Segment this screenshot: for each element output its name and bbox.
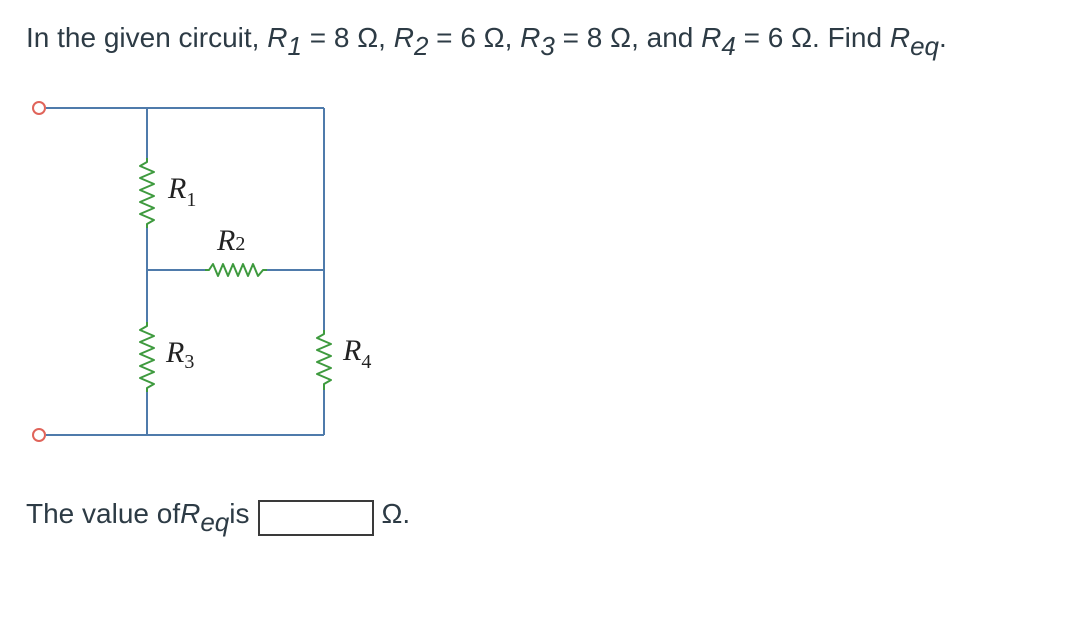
- r1-subscript: 1: [287, 31, 302, 61]
- answer-req-symbol: R: [180, 498, 201, 529]
- r3-resistor: [139, 322, 155, 392]
- answer-unit: Ω.: [381, 498, 411, 529]
- r1-symbol: R: [267, 22, 288, 53]
- r4-resistor: [316, 330, 332, 390]
- r4-value: = 6 Ω. Find: [735, 22, 890, 53]
- circuit-diagram: R1 R2 R3 R4: [32, 101, 371, 442]
- answer-mid: is: [229, 498, 250, 529]
- r1-resistor: [139, 158, 155, 228]
- r4-label: R4: [342, 334, 371, 373]
- question-text: In the given circuit, R1 = 8 Ω, R2 = 6 Ω…: [26, 18, 947, 61]
- answer-req-subscript: eq: [200, 507, 230, 537]
- r3-value: = 8 Ω, and: [554, 22, 702, 53]
- req-subscript: eq: [910, 31, 939, 61]
- r1-label: R1: [167, 172, 196, 211]
- r2-label: R2: [216, 224, 245, 257]
- top-terminal: [32, 101, 46, 115]
- r3-label: R3: [165, 336, 194, 373]
- r3-symbol: R: [520, 22, 541, 53]
- question-suffix: .: [938, 22, 947, 53]
- r2-value: = 6 Ω,: [428, 22, 521, 53]
- r4-symbol: R: [701, 22, 722, 53]
- req-answer-input[interactable]: [257, 500, 374, 536]
- bottom-terminal: [32, 428, 46, 442]
- r3-subscript: 3: [540, 31, 555, 61]
- r4-subscript: 4: [721, 31, 736, 61]
- r2-symbol: R: [393, 22, 414, 53]
- question-prefix: In the given circuit,: [26, 22, 268, 53]
- req-symbol: R: [889, 22, 911, 53]
- answer-prefix: The value of: [26, 498, 181, 529]
- r2-resistor: [205, 263, 267, 277]
- r2-subscript: 2: [413, 31, 429, 61]
- r1-value: = 8 Ω,: [301, 22, 394, 53]
